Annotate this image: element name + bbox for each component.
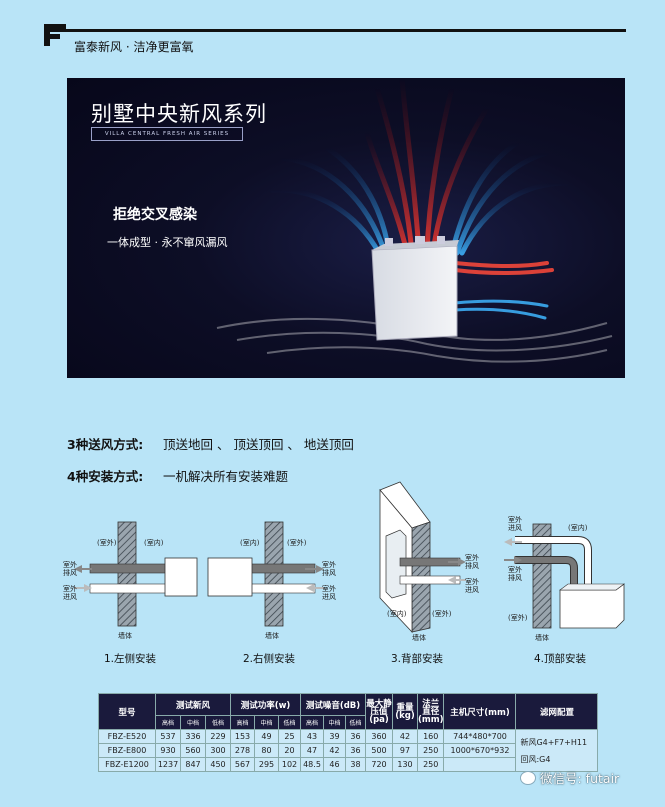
d1-intake-label-1: 室外 bbox=[63, 584, 77, 593]
supply-mode-value: 顶送地回 、 顶送顶回 、 地送顶回 bbox=[163, 437, 354, 452]
d2-intake-label-2: 进风 bbox=[322, 593, 336, 601]
th-model: 型号 bbox=[98, 693, 156, 730]
filter-fresh: 新风G4+F7+H11 bbox=[520, 737, 588, 747]
caption-back-install: 3.背部安装 bbox=[391, 653, 444, 665]
filter-config-cell: 新风G4+F7+H11 回风:G4 bbox=[515, 729, 599, 772]
d2-indoor-label: (室内) bbox=[240, 538, 260, 547]
d3-indoor-label: (室内) bbox=[387, 609, 407, 618]
d4-wall-label: 墙体 bbox=[535, 633, 549, 642]
d3-exhaust-label-1: 室外 bbox=[465, 553, 479, 562]
d1-exhaust-label-2: 排风 bbox=[63, 568, 77, 577]
d4-exhaust-label-1: 室外 bbox=[508, 565, 522, 574]
d2-wall-label: 墙体 bbox=[265, 631, 279, 640]
hero-headline: 拒绝交叉感染 bbox=[113, 207, 197, 223]
d3-intake-label-1: 室外 bbox=[465, 577, 479, 586]
d2-exhaust-label-1: 室外 bbox=[322, 560, 336, 569]
d1-exhaust-label-1: 室外 bbox=[63, 560, 77, 569]
diagram-back-install: 室外 排风 室外 进风 (室内) (室外) 墙体 bbox=[379, 481, 479, 642]
watermark-text: 微信号: futair bbox=[540, 771, 620, 786]
d3-exhaust-label-2: 排风 bbox=[465, 561, 479, 570]
d3-intake-label-2: 进风 bbox=[465, 586, 479, 594]
diagram-right-install: (室内) (室外) 室外 排风 室外 进风 墙体 bbox=[207, 521, 336, 640]
th-weight: 重量(kg) bbox=[392, 693, 418, 730]
d3-outdoor-label: (室外) bbox=[432, 609, 452, 618]
d2-intake-label-1: 室外 bbox=[322, 584, 336, 593]
install-mode-value: 一机解决所有安装难题 bbox=[163, 469, 289, 484]
caption-left-install: 1.左侧安装 bbox=[104, 653, 157, 665]
caption-top-install: 4.顶部安装 bbox=[534, 653, 587, 665]
d1-wall-label: 墙体 bbox=[118, 631, 132, 640]
d2-outdoor-label: (室外) bbox=[287, 538, 307, 547]
d4-intake-label-2: 进风 bbox=[508, 524, 522, 532]
wechat-icon bbox=[520, 770, 536, 785]
hero-banner: 别墅中央新风系列 VILLA CENTRAL FRESH AIR SERIES … bbox=[67, 78, 625, 378]
d4-indoor-label: (室内) bbox=[568, 523, 588, 532]
filter-return: 回风:G4 bbox=[520, 754, 551, 764]
d2-exhaust-label-2: 排风 bbox=[322, 568, 336, 577]
caption-right-install: 2.右侧安装 bbox=[243, 653, 296, 665]
spec-table: 型号 测试新风 测试功率(w) 测试噪音(dB) 最大静压值(pa) 重量(kg… bbox=[98, 693, 599, 772]
d1-indoor-label: (室内) bbox=[144, 538, 164, 547]
hero-title: 别墅中央新风系列 bbox=[91, 102, 267, 126]
th-power: 测试功率(w) bbox=[230, 693, 301, 716]
d4-intake-label-1: 室外 bbox=[508, 515, 522, 524]
th-filter: 滤网配置 bbox=[515, 693, 599, 730]
d4-exhaust-label-2: 排风 bbox=[508, 573, 522, 582]
wechat-watermark: 微信号: futair bbox=[520, 768, 619, 787]
header-rule bbox=[44, 29, 626, 32]
th-pressure: 最大静压值(pa) bbox=[365, 693, 393, 730]
supply-mode-label: 3种送风方式: bbox=[67, 437, 144, 452]
airflow-illustration bbox=[216, 78, 613, 363]
d3-wall-label: 墙体 bbox=[412, 633, 426, 642]
th-size: 主机尺寸(mm) bbox=[443, 693, 517, 730]
installation-diagrams: (室外) (室内) 室外 排风 室外 进风 墙体 (室内) (室外) 室外 排风… bbox=[63, 481, 625, 642]
th-noise: 测试噪音(dB) bbox=[300, 693, 366, 716]
brand-logo-icon bbox=[44, 24, 66, 46]
th-airflow: 测试新风 bbox=[155, 693, 231, 716]
hero-tagline: 一体成型 · 永不窜风漏风 bbox=[107, 236, 228, 249]
d4-outdoor-label: (室外) bbox=[508, 613, 528, 622]
d1-intake-label-2: 进风 bbox=[63, 593, 77, 601]
diagram-top-install: 室外 进风 室外 排风 (室外) (室内) 墙体 bbox=[504, 515, 625, 642]
th-flange: 法兰直径(mm) bbox=[416, 693, 445, 730]
d1-outdoor-label: (室外) bbox=[97, 538, 117, 547]
hero-subtitle: VILLA CENTRAL FRESH AIR SERIES bbox=[91, 127, 243, 141]
diagram-left-install: (室外) (室内) 室外 排风 室外 进风 墙体 bbox=[63, 521, 198, 640]
install-mode-label: 4种安装方式: bbox=[67, 469, 144, 484]
header-slogan: 富泰新风 · 洁净更富氧 bbox=[74, 40, 194, 54]
